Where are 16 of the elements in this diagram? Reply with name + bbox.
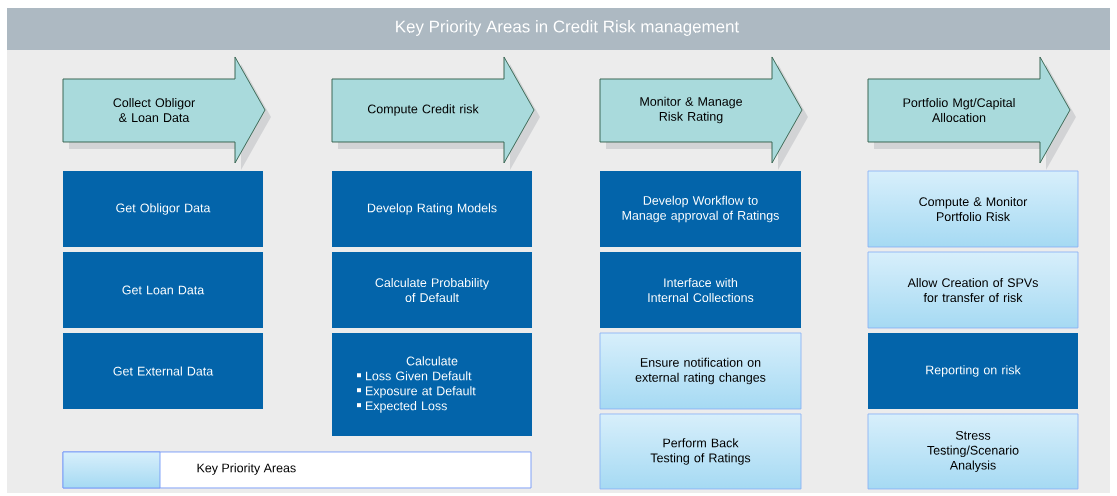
task-box: Get External Data (63, 333, 263, 409)
task-box: Get Obligor Data (63, 171, 263, 247)
priority-box: Allow Creation of SPVs for transfer of risk (867, 251, 1079, 329)
legend-label: Key Priority Areas (197, 463, 296, 475)
priority-box: Ensure notification on external rating changes (599, 332, 802, 410)
task-box: Get Loan Data (63, 252, 263, 328)
priority-box: Stress Testing/Scenario Analysis (867, 413, 1079, 490)
task-box: Calculate Probability of Default (332, 252, 532, 328)
task-box: Interface with Internal Collections (600, 252, 801, 328)
task-box: Calculate Loss Given Default Exposure at Default Expected Loss (332, 333, 532, 436)
task-box: Develop Rating Models (332, 171, 532, 247)
task-box: Reporting on risk (868, 333, 1078, 409)
priority-box: Compute & Monitor Portfolio Risk (867, 170, 1079, 248)
priority-box: Perform Back Testing of Ratings (599, 413, 802, 490)
task-box: Develop Workflow to Manage approval of Ratings (600, 171, 801, 247)
title-band: Key Priority Areas in Credit Risk management (7, 8, 1110, 50)
